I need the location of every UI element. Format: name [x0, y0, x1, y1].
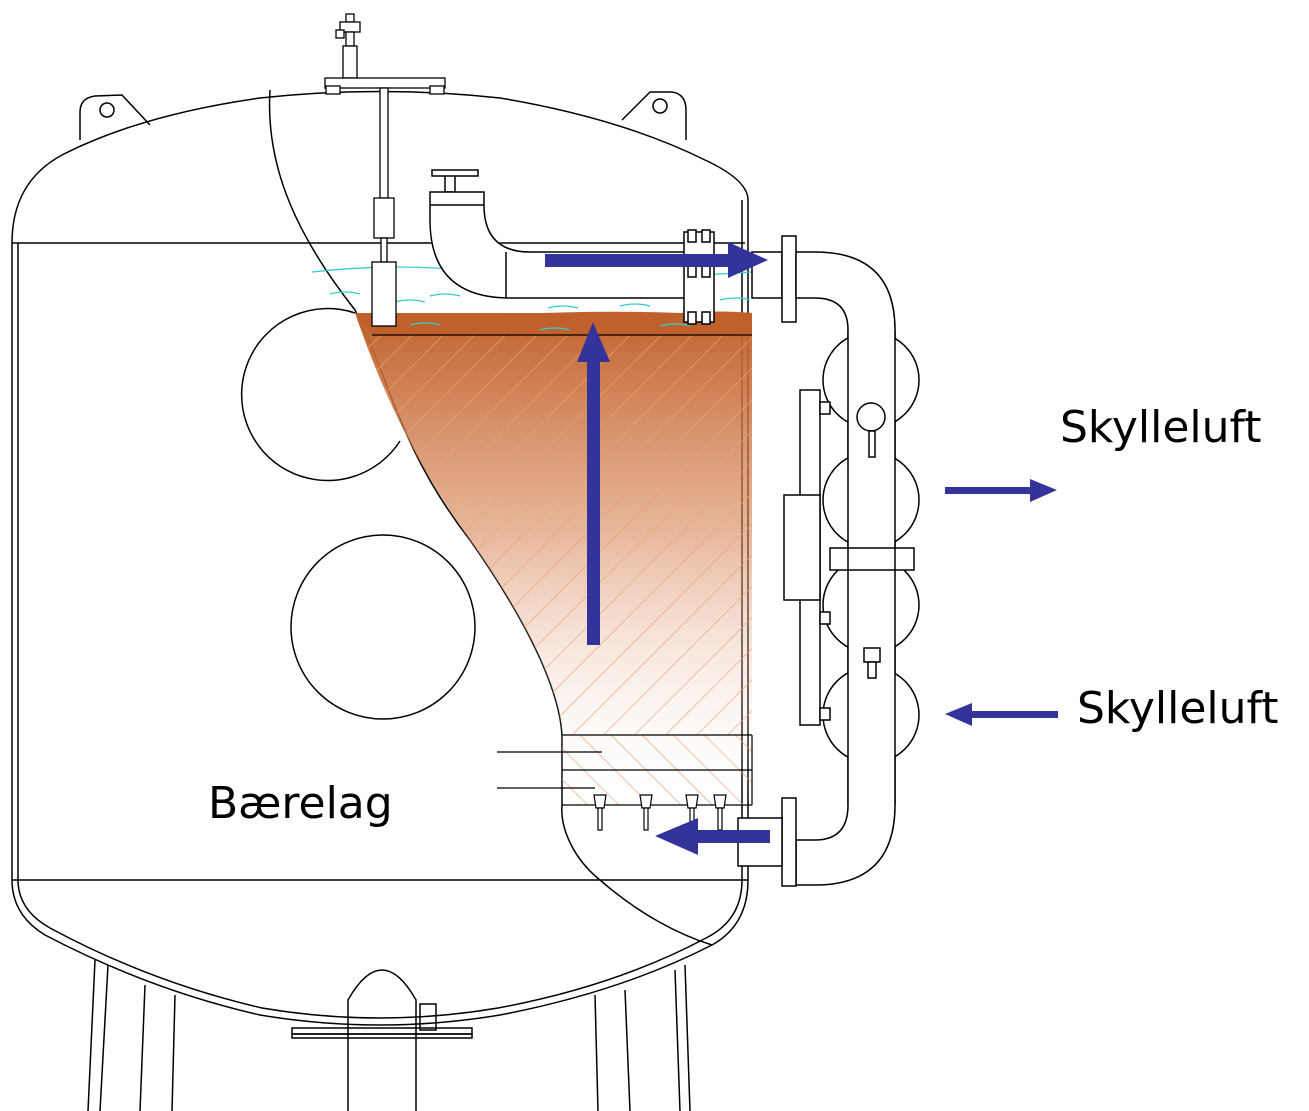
- arrow-outlet-right: [545, 242, 768, 278]
- manholes: [240, 307, 476, 720]
- arrow-air-out: [945, 479, 1057, 502]
- arrow-inlet-left: [655, 818, 770, 855]
- tank-legs: [87, 959, 691, 1111]
- tank-shell: [11, 90, 749, 1026]
- outlet-pipe-inner: [429, 169, 715, 325]
- cutaway-edge: [268, 89, 713, 946]
- sludge-layer: [355, 311, 752, 335]
- flow-arrows: [545, 242, 1058, 855]
- arrow-backwash-up: [577, 322, 610, 645]
- air-out-label: Skylleluft: [1060, 402, 1262, 453]
- support-layer-label: Bærelag: [208, 778, 393, 829]
- external-piping: [737, 235, 920, 887]
- level-probe: [324, 13, 446, 327]
- nozzles: [593, 794, 727, 831]
- arrow-air-in: [945, 703, 1058, 726]
- air-in-label: Skylleluft: [1077, 683, 1279, 734]
